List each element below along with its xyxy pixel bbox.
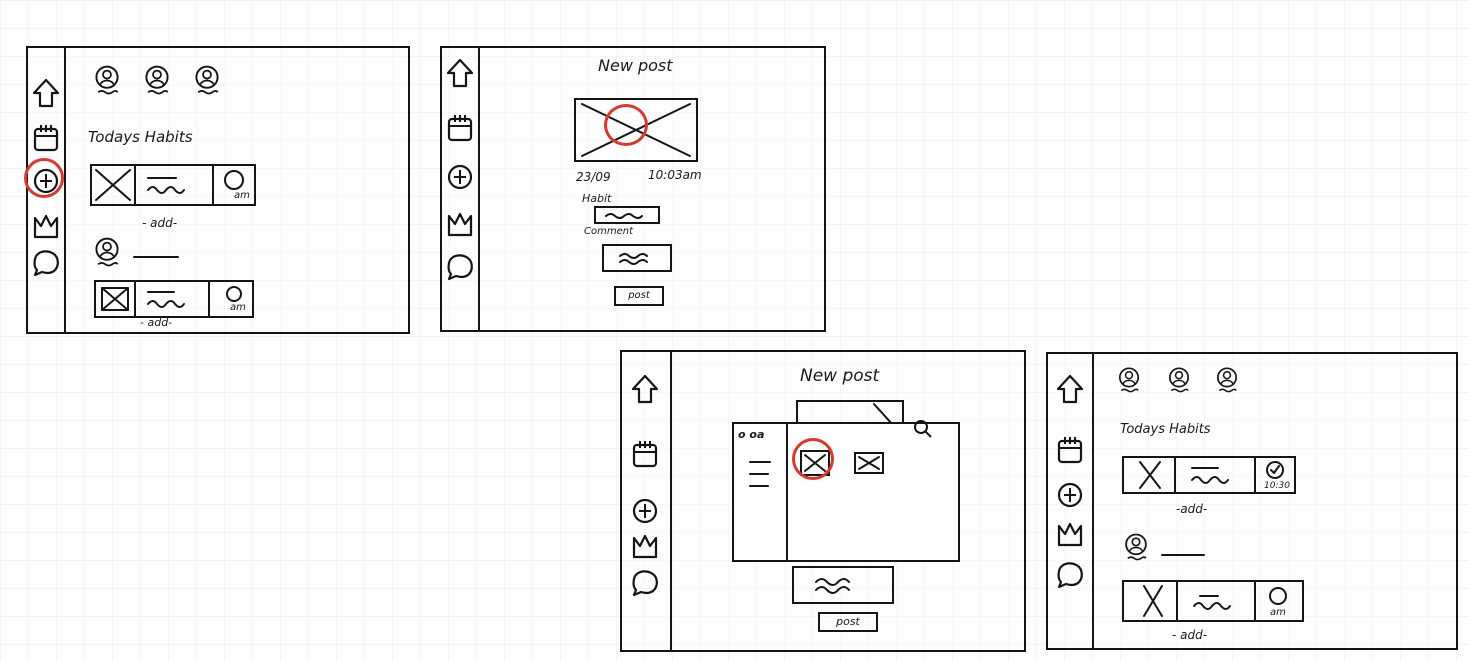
add-habit-link[interactable]: - add-: [1172, 628, 1208, 642]
post-time: 10:03am: [648, 168, 702, 182]
avatar-icon[interactable]: [142, 64, 172, 95]
search-icon[interactable]: [912, 418, 934, 440]
add-circle-icon[interactable]: [1055, 480, 1085, 510]
avatar-icon[interactable]: [1122, 532, 1150, 561]
habit-card[interactable]: am: [94, 280, 254, 318]
habit-card[interactable]: 10:30: [1122, 456, 1296, 494]
friend-name: [1161, 554, 1205, 556]
album-list: [749, 461, 771, 487]
section-title: Todays Habits: [88, 128, 193, 146]
crown-icon[interactable]: [1055, 518, 1085, 548]
crown-icon[interactable]: [445, 208, 475, 238]
home-arrow-icon[interactable]: [31, 78, 61, 108]
add-circle-icon[interactable]: [630, 496, 660, 526]
comment-input[interactable]: [792, 566, 894, 604]
add-circle-icon[interactable]: [31, 166, 61, 196]
calendar-icon[interactable]: [1055, 434, 1085, 464]
image-placeholder-icon: [1122, 580, 1178, 622]
picker-divider: [786, 424, 788, 560]
post-button[interactable]: post: [818, 612, 878, 632]
habit-time: am: [208, 280, 254, 318]
post-date: 23/09: [576, 170, 611, 184]
habit-text: [1176, 580, 1256, 622]
avatar-icon[interactable]: [1116, 366, 1142, 393]
add-habit-link[interactable]: -add-: [1176, 502, 1208, 516]
image-placeholder-icon[interactable]: [574, 98, 698, 162]
habit-text: [1174, 456, 1256, 494]
sidebar: [28, 48, 66, 332]
calendar-icon[interactable]: [630, 438, 660, 468]
habit-done: 10:30: [1254, 456, 1296, 494]
habit-card[interactable]: am: [90, 164, 256, 206]
add-habit-link[interactable]: - add-: [142, 216, 178, 230]
friend-name: [133, 256, 179, 258]
home-arrow-icon[interactable]: [1055, 374, 1085, 404]
screen-image-picker: New post o oa post: [620, 350, 1026, 652]
section-title: Todays Habits: [1120, 422, 1211, 437]
screen-new-post: New post 23/09 10:03am Habit Comment pos…: [440, 46, 826, 332]
comment-label: Comment: [584, 226, 633, 237]
add-habit-link[interactable]: - add-: [140, 316, 173, 329]
chat-bubble-icon[interactable]: [31, 246, 61, 277]
habit-select[interactable]: [594, 206, 660, 224]
add-circle-icon[interactable]: [445, 162, 475, 192]
screen-home-updated: Todays Habits 10:30 -add- am - add-: [1046, 352, 1458, 650]
habit-label: Habit: [582, 192, 612, 205]
habit-time: am: [1254, 580, 1304, 622]
calendar-icon[interactable]: [445, 112, 475, 142]
avatar-icon[interactable]: [1214, 366, 1240, 393]
habit-text: [134, 280, 210, 318]
sidebar: [442, 48, 480, 330]
avatar-icon[interactable]: [1166, 366, 1192, 393]
image-picker-dialog[interactable]: o oa: [732, 420, 960, 562]
home-arrow-icon[interactable]: [445, 58, 475, 88]
home-arrow-icon[interactable]: [630, 374, 660, 404]
page-title: New post: [598, 56, 673, 75]
post-button[interactable]: post: [614, 286, 664, 306]
picker-header: o oa: [738, 428, 765, 441]
sidebar: [622, 352, 672, 650]
habit-card[interactable]: am: [1122, 580, 1304, 622]
avatar-icon[interactable]: [92, 64, 122, 95]
habit-text: [134, 164, 214, 206]
avatar-icon[interactable]: [92, 236, 122, 267]
calendar-icon[interactable]: [31, 122, 61, 152]
image-thumb[interactable]: [854, 452, 884, 474]
image-placeholder-icon: [94, 280, 136, 318]
crown-icon[interactable]: [31, 210, 61, 240]
comment-input[interactable]: [602, 244, 672, 272]
avatar-icon[interactable]: [192, 64, 222, 95]
crown-icon[interactable]: [630, 530, 660, 560]
image-thumb[interactable]: [800, 450, 830, 476]
sidebar: [1048, 354, 1094, 648]
habit-time: am: [212, 164, 256, 206]
screen-home: Todays Habits am - add- am - add-: [26, 46, 410, 334]
chat-bubble-icon[interactable]: [445, 250, 475, 281]
chat-bubble-icon[interactable]: [630, 566, 660, 597]
check-icon: [1266, 461, 1284, 479]
image-placeholder-icon: [90, 164, 136, 206]
image-placeholder-icon: [1122, 456, 1176, 494]
page-title: New post: [800, 366, 880, 386]
chat-bubble-icon[interactable]: [1055, 558, 1085, 589]
